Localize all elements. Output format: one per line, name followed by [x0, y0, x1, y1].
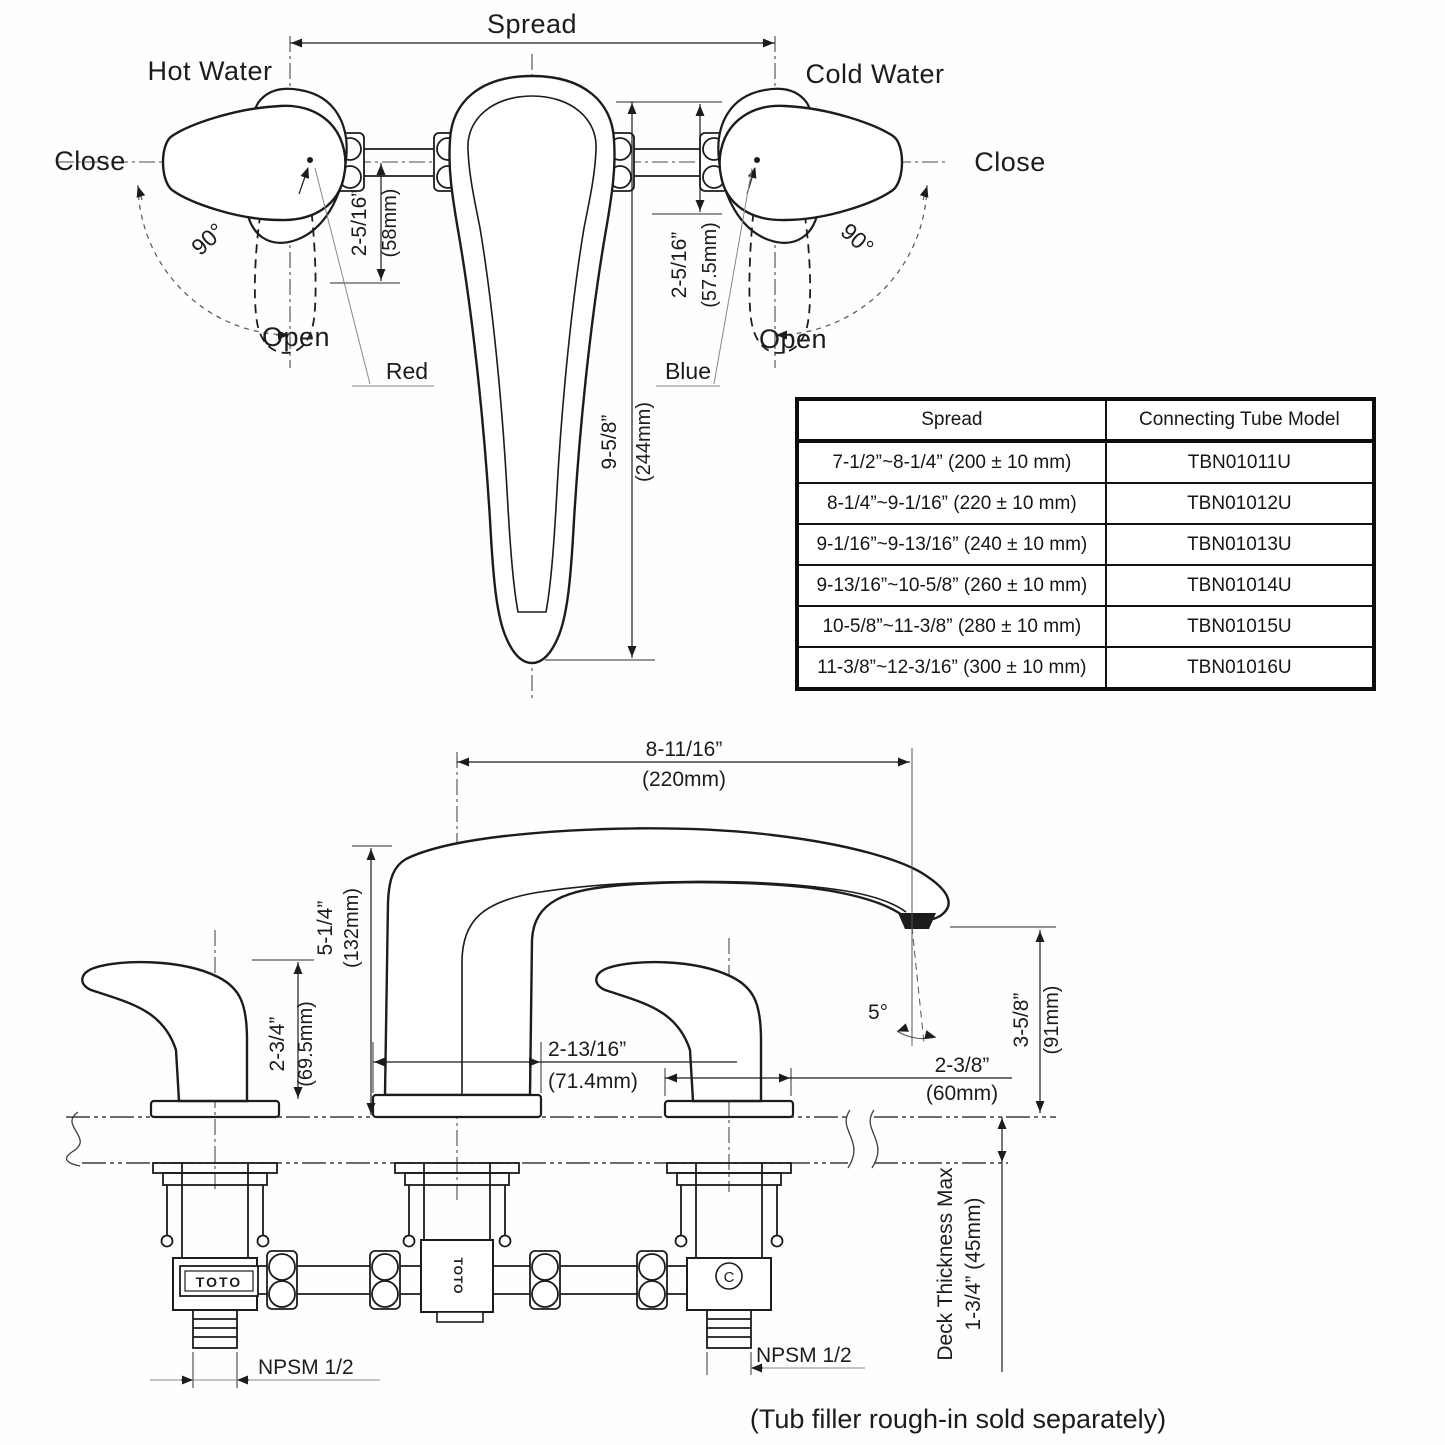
- open-left-label: Open: [262, 322, 330, 352]
- model-cell: TBN01016U: [1104, 646, 1376, 690]
- spout-length-in: 9-5/8”: [598, 415, 621, 470]
- threaded-outlets: [192, 1309, 752, 1349]
- table-header-row: Spread Connecting Tube Model: [796, 398, 1376, 443]
- reach-dimension: [457, 748, 913, 1046]
- outlet-height-in: 3-5/8”: [1010, 993, 1033, 1048]
- rough-in-valves: [172, 1239, 772, 1323]
- handle-height-dimension: [252, 959, 314, 1099]
- hot-offset-mm: (58mm): [379, 189, 401, 258]
- npsm-left-dimension: [150, 1352, 380, 1388]
- hot-pivot-dot: [307, 157, 313, 163]
- spread-table: Spread Connecting Tube Model 7-1/2”~8-1/…: [795, 397, 1376, 691]
- c-mark-circle: [715, 1262, 743, 1290]
- angle-right-label: 90°: [836, 218, 879, 261]
- spout-angle-label: 5°: [868, 1001, 888, 1024]
- angle-left-label: 90°: [186, 218, 229, 261]
- toto-brand-left: TOTO: [196, 1274, 242, 1290]
- right-mount: [666, 1162, 792, 1259]
- hot-offset-in: 2-5/16”: [348, 190, 371, 257]
- side-view: TOTO TOTO C: [65, 738, 1166, 1434]
- spread-cell: 8-1/4”~9-1/16” (220 ± 10 mm): [796, 482, 1107, 525]
- caption: (Tub filler rough-in sold separately): [750, 1404, 1166, 1434]
- table-row: 9-13/16”~10-5/8” (260 ± 10 mm) TBN01014U: [796, 564, 1376, 607]
- tube-nut-side: [529, 1250, 561, 1310]
- red-label: Red: [386, 358, 428, 384]
- toto-brand-center: TOTO: [451, 1258, 465, 1295]
- spout-base-mm: (71.4mm): [548, 1070, 638, 1093]
- spread-cell: 9-1/16”~9-13/16” (240 ± 10 mm): [796, 523, 1107, 566]
- spout-height-mm: (132mm): [341, 888, 363, 968]
- tube-nut-side: [266, 1250, 298, 1310]
- table-row: 9-1/16”~9-13/16” (240 ± 10 mm) TBN01013U: [796, 523, 1376, 566]
- spread-cell: 10-5/8”~11-3/8” (280 ± 10 mm): [796, 605, 1107, 648]
- spout-height-in: 5-1/4”: [314, 901, 337, 956]
- c-mark: C: [724, 1269, 735, 1286]
- handle-base-dimension: [664, 1068, 1012, 1096]
- spout-top: [448, 74, 616, 665]
- spout-base-in: 2-13/16”: [548, 1038, 626, 1061]
- table-row: 11-3/8”~12-3/16” (300 ± 10 mm) TBN01016U: [796, 646, 1376, 690]
- model-cell: TBN01012U: [1104, 482, 1376, 525]
- hot-water-label: Hot Water: [147, 56, 272, 86]
- spread-cell: 9-13/16”~10-5/8” (260 ± 10 mm): [796, 564, 1107, 607]
- tube-nut-side: [636, 1250, 668, 1310]
- spread-column-header: Spread: [796, 398, 1107, 443]
- cold-offset-dimension: [616, 101, 722, 215]
- spout-length-dimension: [545, 102, 655, 661]
- spread-cell: 11-3/8”~12-3/16” (300 ± 10 mm): [796, 646, 1107, 690]
- cold-handle-top: [717, 87, 904, 355]
- handle-height-mm: (69.5mm): [295, 1001, 317, 1087]
- handle-base-mm: (60mm): [926, 1082, 998, 1105]
- spout-outlet-nozzle: [898, 913, 936, 929]
- cold-offset-mm: (57.5mm): [699, 222, 721, 308]
- close-left-label: Close: [54, 146, 126, 176]
- npsm-left-label: NPSM 1/2: [258, 1356, 354, 1379]
- model-cell: TBN01015U: [1104, 605, 1376, 648]
- model-column-header: Connecting Tube Model: [1104, 398, 1376, 443]
- table-row: 10-5/8”~11-3/8” (280 ± 10 mm) TBN01015U: [796, 605, 1376, 648]
- model-cell: TBN01014U: [1104, 564, 1376, 607]
- spout-height-dimension: [352, 845, 392, 1115]
- table-row: 7-1/2”~8-1/4” (200 ± 10 mm) TBN01011U: [796, 440, 1376, 484]
- handle-base-in: 2-3/8”: [935, 1054, 990, 1077]
- handle-height-in: 2-3/4”: [266, 1017, 289, 1072]
- spout-length-mm: (244mm): [633, 402, 655, 482]
- cold-offset-in: 2-5/16”: [668, 232, 691, 299]
- close-right-label: Close: [974, 147, 1046, 177]
- spout-base-dimension: [372, 1042, 737, 1093]
- spout-side: [371, 827, 950, 1119]
- open-right-label: Open: [759, 324, 827, 354]
- cold-pivot-dot: [754, 157, 760, 163]
- hot-handle-top: [161, 87, 348, 355]
- left-handle-side: [81, 960, 281, 1119]
- table-row: 8-1/4”~9-1/16” (220 ± 10 mm) TBN01012U: [796, 482, 1376, 525]
- deck-thickness-line2: 1-3/4” (45mm): [962, 1197, 985, 1330]
- cold-water-label: Cold Water: [805, 59, 944, 89]
- reach-mm: (220mm): [642, 768, 726, 791]
- blue-label: Blue: [665, 358, 711, 384]
- npsm-right-dimension: [706, 1352, 865, 1375]
- outlet-height-mm: (91mm): [1041, 986, 1063, 1055]
- tube-nut-side: [369, 1250, 401, 1310]
- hot-offset-dimension: [330, 163, 400, 284]
- model-cell: TBN01011U: [1104, 440, 1376, 484]
- spread-cell: 7-1/2”~8-1/4” (200 ± 10 mm): [796, 440, 1107, 484]
- model-cell: TBN01013U: [1104, 523, 1376, 566]
- top-view: Spread Hot Water Cold Water Close Close …: [54, 9, 1046, 700]
- rotation-arcs: [136, 184, 929, 340]
- outlet-height-dimension: [950, 926, 1056, 1113]
- deck-thickness-line1: Deck Thickness Max: [934, 1167, 957, 1361]
- spout-angle: [896, 926, 937, 1044]
- npsm-right-label: NPSM 1/2: [756, 1344, 852, 1367]
- spread-label: Spread: [487, 9, 577, 39]
- reach-in: 8-11/16”: [646, 738, 723, 761]
